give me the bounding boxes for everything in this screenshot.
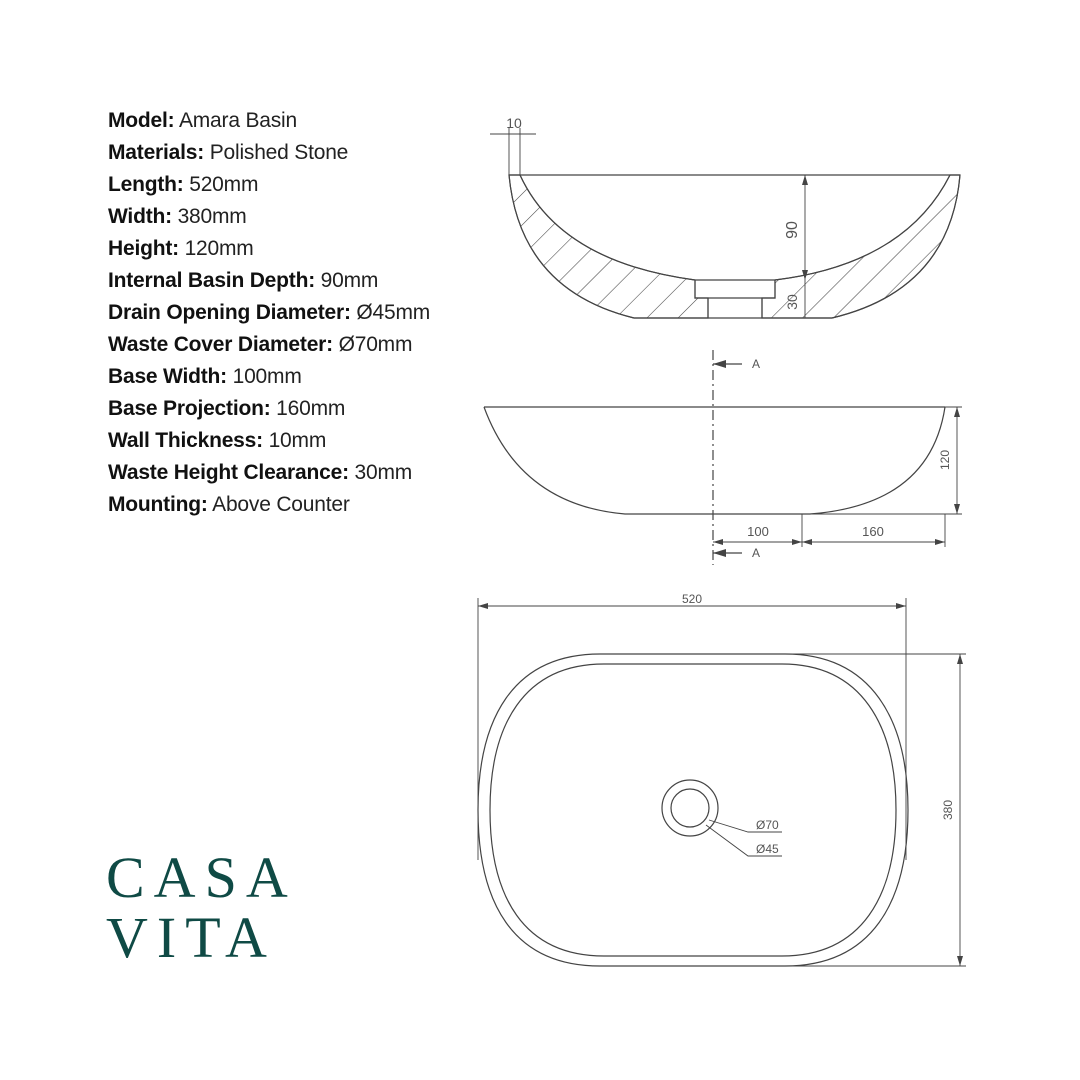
- side-view: [483, 350, 962, 565]
- spec-value: 380mm: [177, 205, 247, 228]
- spec-value: 100mm: [232, 365, 302, 388]
- depth-arrow-bottom: [802, 270, 808, 280]
- top-view: [477, 598, 966, 967]
- base-arrow-mid-right: [802, 539, 812, 545]
- section-arrow-top: [713, 360, 726, 368]
- spec-value: 160mm: [276, 397, 346, 420]
- spec-key: Internal Basin Depth:: [108, 269, 315, 292]
- spec-key: Drain Opening Diameter:: [108, 301, 351, 324]
- spec-row: Waste Height Clearance: 30mm: [108, 457, 488, 489]
- brand-logo: CASA VITA: [106, 848, 297, 968]
- section-arrow-bottom: [713, 549, 726, 557]
- cover-leader: [708, 819, 782, 833]
- spec-row: Base Width: 100mm: [108, 361, 488, 393]
- section-mark-label-top: A: [752, 357, 760, 371]
- drain-leader: [705, 824, 782, 857]
- cover-diameter-label: Ø70: [756, 818, 779, 832]
- section-view: [490, 128, 961, 319]
- top-outline-inner: [489, 663, 897, 957]
- base-arrow-mid-left: [792, 539, 802, 545]
- section-mark-label-bottom: A: [752, 546, 760, 560]
- spec-value: Ø70mm: [338, 333, 413, 356]
- brand-line-vita: VITA: [106, 905, 276, 970]
- clearance-label: 30: [784, 294, 800, 310]
- section-outer: [508, 174, 961, 319]
- section-hatch: [508, 174, 709, 319]
- width-arrow-bottom: [957, 956, 963, 966]
- spec-value: 30mm: [354, 461, 413, 484]
- spec-row: Base Projection: 160mm: [108, 393, 488, 425]
- spec-row: Drain Opening Diameter: Ø45mm: [108, 297, 488, 329]
- width-arrow-top: [957, 654, 963, 664]
- base-projection-label: 160: [862, 524, 884, 539]
- spec-key: Materials:: [108, 141, 205, 164]
- spec-list: Model: Amara Basin Materials: Polished S…: [108, 105, 488, 521]
- spec-row: Width: 380mm: [108, 201, 488, 233]
- spec-key: Base Projection:: [108, 397, 271, 420]
- wall-thickness-label: 10: [506, 115, 522, 131]
- spec-key: Waste Cover Diameter:: [108, 333, 333, 356]
- spec-row: Model: Amara Basin: [108, 105, 488, 137]
- side-body: [483, 406, 946, 515]
- base-arrow-right: [935, 539, 945, 545]
- spec-value: Above Counter: [212, 493, 350, 516]
- depth-arrow-top: [802, 175, 808, 185]
- spec-value: Ø45mm: [356, 301, 431, 324]
- spec-row: Wall Thickness: 10mm: [108, 425, 488, 457]
- spec-row: Height: 120mm: [108, 233, 488, 265]
- spec-value: 520mm: [189, 173, 259, 196]
- drain-opening: [670, 788, 710, 828]
- spec-row: Mounting: Above Counter: [108, 489, 488, 521]
- spec-row: Materials: Polished Stone: [108, 137, 488, 169]
- spec-key: Length:: [108, 173, 184, 196]
- top-outline-outer: [477, 653, 909, 967]
- spec-row: Waste Cover Diameter: Ø70mm: [108, 329, 488, 361]
- brand-line-casa: CASA: [106, 845, 297, 910]
- waste-cover: [661, 779, 719, 837]
- section-drain: [694, 280, 776, 318]
- drain-diameter-label: Ø45: [756, 842, 779, 856]
- spec-key: Width:: [108, 205, 172, 228]
- length-arrow-left: [478, 603, 488, 609]
- spec-value: 90mm: [320, 269, 379, 292]
- height-arrow-bottom: [954, 504, 960, 514]
- spec-key: Wall Thickness:: [108, 429, 263, 452]
- spec-value: 10mm: [268, 429, 327, 452]
- height-label: 120: [938, 450, 952, 470]
- spec-key: Waste Height Clearance:: [108, 461, 349, 484]
- length-arrow-right: [896, 603, 906, 609]
- spec-key: Mounting:: [108, 493, 208, 516]
- spec-key: Model:: [108, 109, 175, 132]
- depth-label: 90: [784, 221, 801, 239]
- spec-key: Base Width:: [108, 365, 227, 388]
- spec-value: 120mm: [184, 237, 254, 260]
- section-inner: [519, 174, 951, 281]
- spec-key: Height:: [108, 237, 179, 260]
- spec-value: Polished Stone: [209, 141, 349, 164]
- height-arrow-top: [954, 407, 960, 417]
- spec-row: Length: 520mm: [108, 169, 488, 201]
- width-label: 380: [941, 800, 955, 820]
- length-label: 520: [682, 592, 702, 606]
- base-arrow-left: [713, 539, 723, 545]
- spec-row: Internal Basin Depth: 90mm: [108, 265, 488, 297]
- spec-value: Amara Basin: [178, 109, 297, 132]
- base-width-label: 100: [747, 524, 769, 539]
